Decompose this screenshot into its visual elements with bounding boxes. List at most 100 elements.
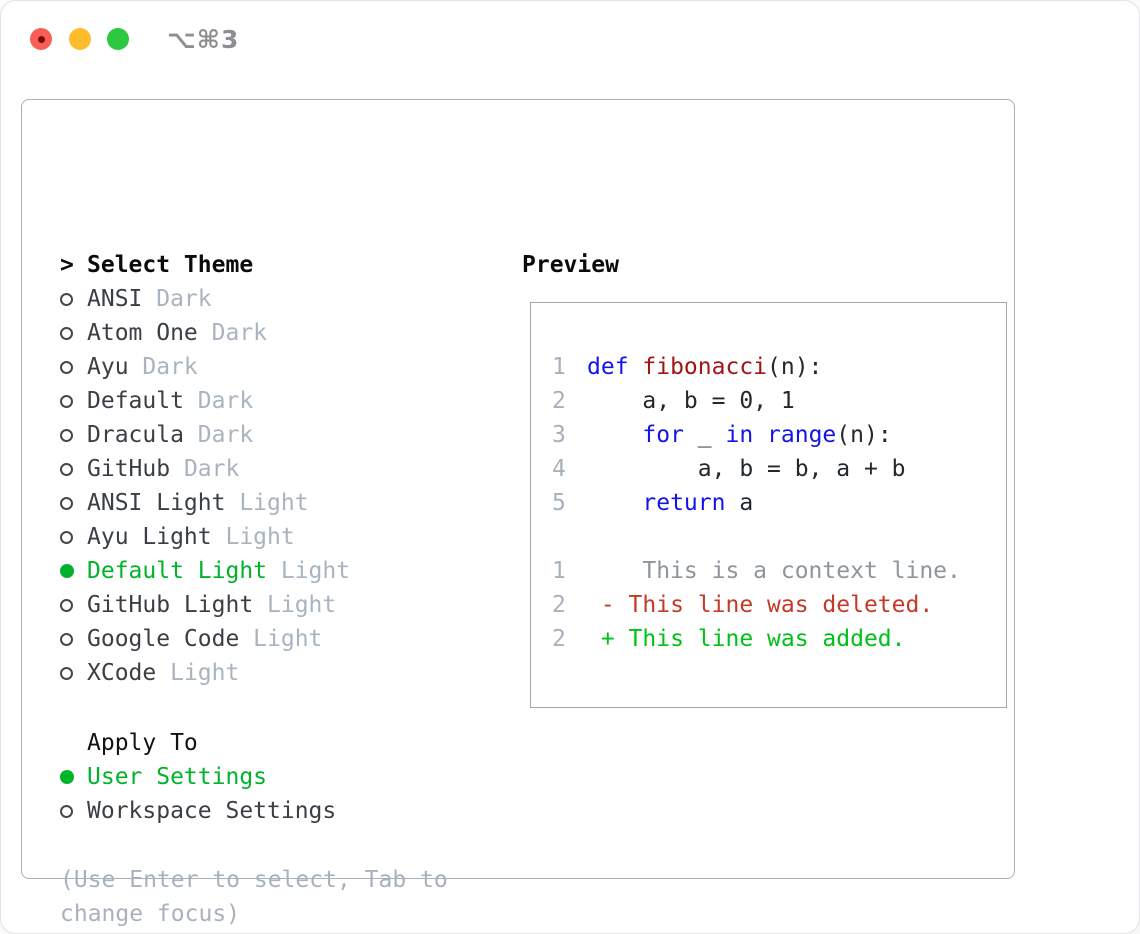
- maximize-button[interactable]: [107, 28, 129, 50]
- code-token-p: [587, 422, 642, 448]
- line-number: 4: [552, 456, 566, 482]
- code-token-p: [753, 422, 767, 448]
- radio-unselected-icon: [60, 666, 87, 680]
- code-token-kw: return: [642, 490, 726, 516]
- theme-option-label: Google Code: [87, 626, 240, 652]
- radio-unselected-icon: [60, 360, 87, 374]
- prompt-icon: >: [60, 252, 74, 278]
- preview-line: 2 - This line was deleted.: [552, 588, 1006, 622]
- theme-option-label: Default Light: [87, 558, 268, 584]
- apply-to-heading-label: Apply To: [87, 730, 198, 756]
- code-token-kw: for: [642, 422, 684, 448]
- theme-option-ayu-light[interactable]: Ayu Light Light: [60, 520, 350, 554]
- keyboard-hint-text: (Use Enter to select, Tab to change focu…: [60, 867, 448, 927]
- line-number: 1: [552, 354, 566, 380]
- apply-option-user-settings[interactable]: User Settings: [60, 760, 336, 794]
- code-token-p: a: [725, 490, 754, 516]
- apply-option-label: Workspace Settings: [87, 798, 337, 824]
- theme-option-label: GitHub Light: [87, 592, 254, 618]
- theme-variant-tag: Dark: [197, 422, 254, 448]
- theme-option-label: ANSI: [87, 286, 143, 312]
- preview-heading: Preview: [522, 252, 619, 278]
- theme-option-label: Atom One: [87, 320, 198, 346]
- theme-variant-tag: Light: [253, 626, 323, 652]
- line-number: 3: [552, 422, 566, 448]
- theme-variant-tag: Dark: [156, 286, 212, 312]
- theme-option-xcode[interactable]: XCode Light: [60, 656, 350, 690]
- theme-option-label: Ayu Light: [87, 524, 212, 550]
- preview-line: [552, 520, 1006, 554]
- minimize-button[interactable]: [69, 28, 91, 50]
- code-token-p: (n):: [767, 354, 823, 380]
- radio-unselected-icon: [60, 394, 87, 408]
- theme-option-label: Ayu: [87, 354, 129, 380]
- code-token-p: a, b = 0, 1: [587, 388, 795, 414]
- code-token-kw: range: [767, 422, 837, 448]
- radio-unselected-icon: [60, 292, 87, 306]
- unsaved-dot-icon: [37, 35, 45, 43]
- theme-option-label: XCode: [87, 660, 157, 686]
- code-token-p: _: [683, 422, 726, 448]
- code-token-p: (n):: [836, 422, 892, 448]
- theme-option-github[interactable]: GitHub Dark: [60, 452, 350, 486]
- code-token-kw: in: [725, 422, 754, 448]
- theme-option-label: Default: [87, 388, 184, 414]
- preview-line: 1 def fibonacci(n):: [552, 350, 1006, 384]
- theme-option-ansi-light[interactable]: ANSI Light Light: [60, 486, 350, 520]
- radio-unselected-icon: [60, 632, 87, 646]
- titlebar: ⌥⌘3: [1, 1, 1139, 65]
- apply-option-workspace-settings[interactable]: Workspace Settings: [60, 794, 336, 828]
- preview-line: 1 This is a context line.: [552, 554, 1006, 588]
- theme-option-label: ANSI Light: [87, 490, 226, 516]
- theme-option-github-light[interactable]: GitHub Light Light: [60, 588, 350, 622]
- code-token-p: a, b = b, a + b: [587, 456, 906, 482]
- theme-option-label: GitHub: [87, 456, 171, 482]
- close-button[interactable]: [30, 28, 52, 50]
- line-number: 1: [552, 558, 566, 584]
- theme-option-google-code[interactable]: Google Code Light: [60, 622, 350, 656]
- window-title-shortcut: ⌥⌘3: [167, 25, 240, 54]
- radio-unselected-icon: [60, 804, 87, 818]
- preview-line: 3 for _ in range(n):: [552, 418, 1006, 452]
- radio-unselected-icon: [60, 598, 87, 612]
- theme-variant-tag: Light: [239, 490, 309, 516]
- line-number: 2: [552, 626, 566, 652]
- radio-unselected-icon: [60, 496, 87, 510]
- theme-option-ansi[interactable]: ANSI Dark: [60, 282, 350, 316]
- line-number: 2: [552, 388, 566, 414]
- code-token-fn: fibonacci: [642, 354, 768, 380]
- code-token-ctx: This is a context line.: [587, 558, 961, 584]
- radio-unselected-icon: [60, 530, 87, 544]
- code-token-kw: def: [587, 354, 643, 380]
- radio-selected-icon: [60, 564, 87, 578]
- radio-unselected-icon: [60, 428, 87, 442]
- preview-line: 2 + This line was added.: [552, 622, 1006, 656]
- line-number: 2: [552, 592, 566, 618]
- code-token-p: [587, 490, 642, 516]
- theme-option-default-light[interactable]: Default Light Light: [60, 554, 350, 588]
- theme-variant-tag: Light: [170, 660, 240, 686]
- theme-variant-tag: Dark: [211, 320, 268, 346]
- apply-option-label: User Settings: [87, 764, 268, 790]
- select-theme-heading: > Select Theme: [60, 248, 253, 282]
- theme-option-atom-one[interactable]: Atom One Dark: [60, 316, 350, 350]
- radio-unselected-icon: [60, 326, 87, 340]
- apply-to-heading: Apply To: [60, 726, 336, 760]
- theme-option-label: Dracula: [87, 422, 184, 448]
- theme-variant-tag: Light: [267, 592, 337, 618]
- preview-line: 4 a, b = b, a + b: [552, 452, 1006, 486]
- line-number: 5: [552, 490, 566, 516]
- theme-variant-tag: Light: [225, 524, 295, 550]
- theme-option-dracula[interactable]: Dracula Dark: [60, 418, 350, 452]
- theme-variant-tag: Dark: [183, 456, 240, 482]
- radio-unselected-icon: [60, 462, 87, 476]
- theme-variant-tag: Light: [280, 558, 351, 584]
